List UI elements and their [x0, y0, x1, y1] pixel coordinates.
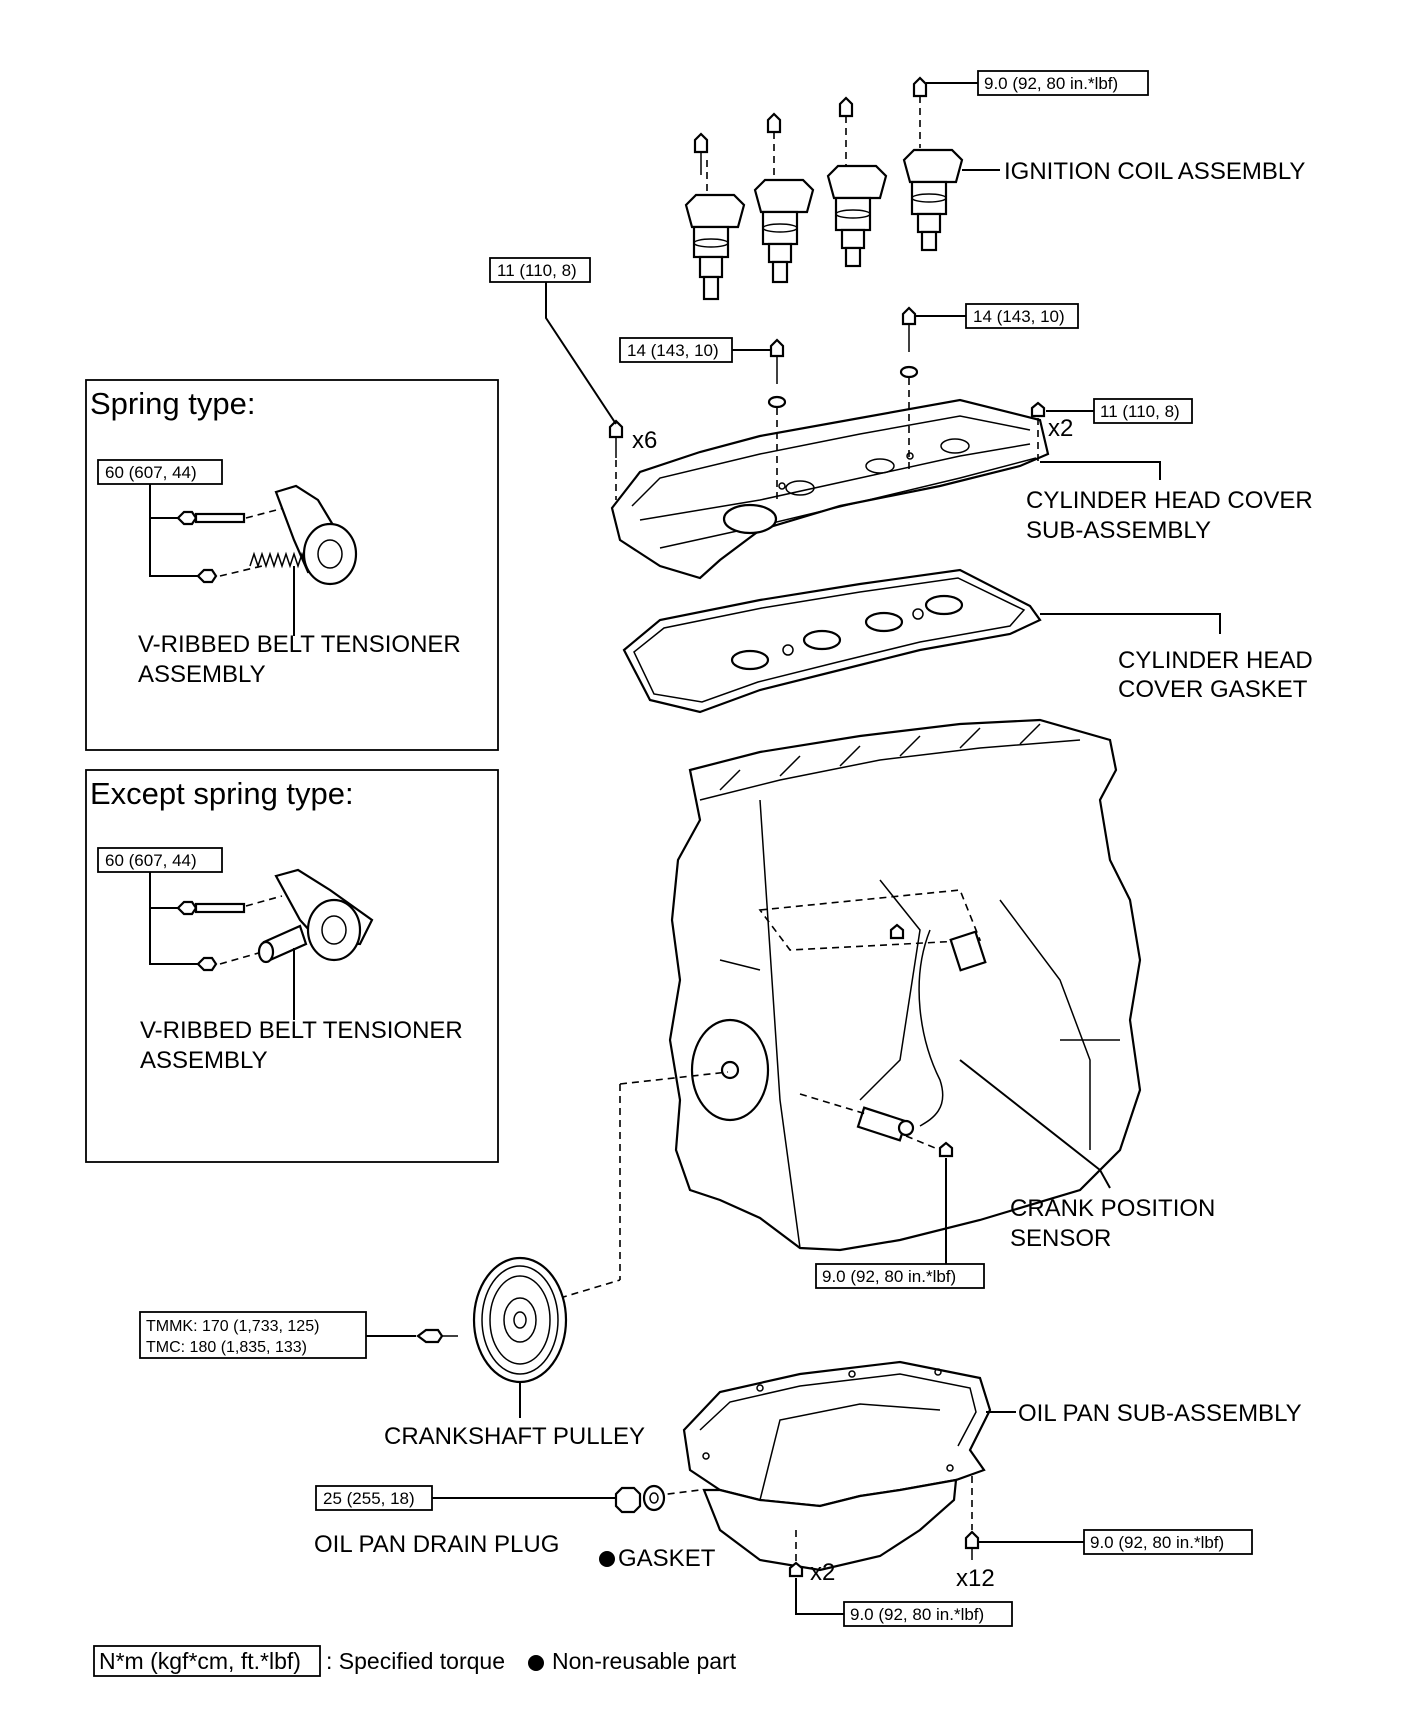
legend-specified: : Specified torque	[326, 1648, 505, 1674]
panel-except-part-2: ASSEMBLY	[140, 1047, 268, 1074]
qty-cover-bolts: x6	[632, 427, 657, 454]
label-ignition-coil: IGNITION COIL ASSEMBLY	[1004, 158, 1305, 185]
legend: N*m (kgf*cm, ft.*lbf) : Specified torque…	[93, 1645, 737, 1677]
cylinder-head-cover	[610, 398, 1050, 580]
panel-spring-torque: 60 (607, 44)	[105, 463, 197, 482]
torque-box-pan-bottom	[843, 1601, 1013, 1627]
ignition-coil-1	[684, 132, 746, 301]
ignition-coil-assembly	[684, 76, 964, 301]
torque-cover-right: 11 (110, 8)	[1100, 402, 1180, 421]
ignition-coil-3	[826, 96, 888, 268]
label-cyl-head-cover-2: SUB-ASSEMBLY	[1026, 517, 1211, 544]
panel-except-torque: 60 (607, 44)	[105, 851, 197, 870]
qty-pan-nuts: x2	[810, 1559, 835, 1586]
pan-nut	[788, 1561, 804, 1578]
torque-pulley-1: TMMK: 170 (1,733, 125)	[146, 1318, 319, 1335]
stud-right	[901, 306, 917, 326]
torque-sensor: 9.0 (92, 80 in.*lbf)	[822, 1267, 956, 1286]
torque-box-sensor	[815, 1263, 985, 1289]
label-crank-sensor-2: SENSOR	[1010, 1225, 1111, 1252]
panel-except-spring-type: Except spring type: 60 (607, 44) V-RIBBE…	[85, 769, 499, 1163]
torque-coil: 9.0 (92, 80 in.*lbf)	[984, 74, 1118, 93]
panel-except-title: Except spring type:	[90, 776, 354, 811]
torque-drain: 25 (255, 18)	[323, 1489, 415, 1508]
torque-box-pulley	[139, 1311, 367, 1359]
panel-spring-part-1: V-RIBBED BELT TENSIONER	[138, 631, 461, 658]
label-cyl-head-cover-1: CYLINDER HEAD COVER	[1026, 487, 1313, 514]
drain-gasket	[642, 1484, 666, 1512]
nonreusable-dot-icon	[528, 1655, 544, 1671]
torque-box-pan-right	[1083, 1529, 1253, 1555]
legend-nonreusable: Non-reusable part	[552, 1648, 737, 1674]
pulley-bolt	[416, 1328, 444, 1344]
label-crankshaft-pulley: CRANKSHAFT PULLEY	[384, 1423, 645, 1450]
qty-pan-bolts: x12	[956, 1565, 995, 1592]
torque-pan-right: 9.0 (92, 80 in.*lbf)	[1090, 1533, 1224, 1552]
panel-spring-title: Spring type:	[90, 386, 255, 421]
label-crank-sensor-1: CRANK POSITION	[1010, 1195, 1215, 1222]
panel-spring-part-2: ASSEMBLY	[138, 661, 266, 688]
label-gasket: GASKET	[618, 1545, 716, 1572]
torque-box-cover-right	[1093, 398, 1193, 424]
torque-box-stud-right	[965, 303, 1079, 329]
cover-nut	[1030, 401, 1046, 418]
torque-cover-left: 11 (110, 8)	[497, 261, 577, 280]
panel-except-part-1: V-RIBBED BELT TENSIONER	[140, 1017, 463, 1044]
crank-position-sensor	[799, 923, 987, 1158]
label-gasket-2: COVER GASKET	[1118, 676, 1308, 703]
nonreusable-dot-icon	[599, 1551, 615, 1567]
crankshaft-pulley	[472, 1256, 568, 1384]
torque-stud-left: 14 (143, 10)	[627, 341, 719, 360]
label-gasket-1: CYLINDER HEAD	[1118, 647, 1313, 674]
panel-spring-type: Spring type: 60 (607, 44) V-RIBBED BELT …	[85, 379, 499, 751]
legend-unit: N*m (kgf*cm, ft.*lbf)	[99, 1648, 301, 1674]
ignition-coil-2	[753, 112, 815, 284]
torque-pulley-2: TMC: 180 (1,835, 133)	[146, 1339, 307, 1356]
engine-block	[668, 718, 1142, 1252]
pan-bolt	[964, 1530, 980, 1550]
qty-cover-nuts: x2	[1048, 415, 1073, 442]
torque-box-drain	[315, 1485, 433, 1511]
torque-box-cover-left	[489, 257, 591, 283]
label-oil-pan: OIL PAN SUB-ASSEMBLY	[1018, 1400, 1302, 1427]
oil-pan-sub-assembly	[682, 1360, 992, 1572]
cylinder-head-cover-gasket	[622, 568, 1042, 714]
torque-pan-bottom: 9.0 (92, 80 in.*lbf)	[850, 1605, 984, 1624]
torque-stud-right: 14 (143, 10)	[973, 307, 1065, 326]
ignition-coil-4	[902, 76, 964, 252]
stud-left	[769, 338, 785, 358]
drain-plug	[614, 1486, 642, 1514]
label-drain-plug: OIL PAN DRAIN PLUG	[314, 1531, 559, 1558]
torque-box-coil	[977, 70, 1149, 96]
torque-box-stud-left	[619, 337, 733, 363]
